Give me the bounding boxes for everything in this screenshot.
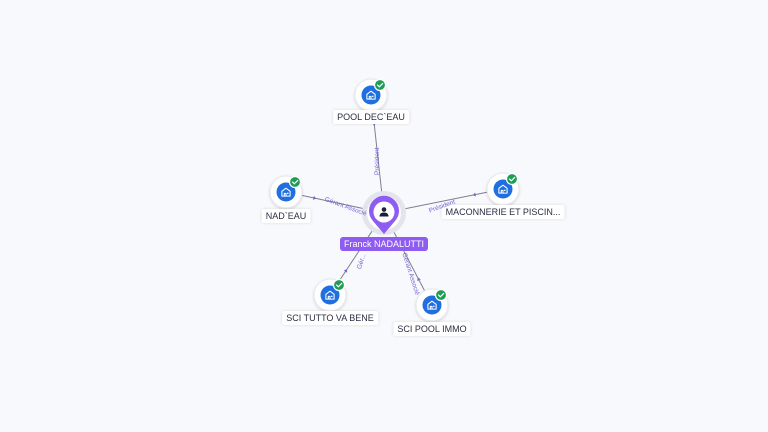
company-label-maconnerie[interactable]: MACONNERIE ET PISCIN...: [441, 205, 565, 219]
company-node-sci-tutto[interactable]: [313, 278, 347, 312]
person-name-label[interactable]: Franck NADALUTTI: [339, 237, 429, 251]
person-icon: [379, 207, 389, 217]
house-icon: [493, 179, 513, 199]
company-node-maconnerie[interactable]: [486, 172, 520, 206]
edge-arrow: [312, 195, 317, 200]
edge-arrow: [472, 192, 476, 197]
check-icon: [434, 288, 448, 302]
check-icon: [505, 172, 519, 186]
edge-arrow: [343, 269, 348, 273]
house-icon: [320, 285, 340, 305]
house-icon: [422, 295, 442, 315]
nodes: [269, 78, 520, 322]
person-node[interactable]: [362, 191, 406, 235]
house-icon: [276, 182, 296, 202]
check-icon: [373, 78, 387, 92]
check-icon: [332, 278, 346, 292]
company-node-pool-dec-eau[interactable]: [354, 78, 388, 112]
company-node-sci-pool-immo[interactable]: [415, 288, 449, 322]
company-label-sci-pool-immo[interactable]: SCI POOL IMMO: [393, 322, 471, 336]
house-icon: [361, 85, 381, 105]
company-label-sci-tutto[interactable]: SCI TUTTO VA BENE: [282, 311, 378, 325]
edge-arrow: [417, 277, 421, 282]
check-icon: [288, 175, 302, 189]
company-label-nad-eau[interactable]: NAD`EAU: [261, 209, 311, 223]
edge-label-pool-dec-eau: Président: [374, 147, 381, 175]
company-label-pool-dec-eau[interactable]: POOL DEC`EAU: [333, 110, 409, 124]
company-node-nad-eau[interactable]: [269, 175, 303, 209]
